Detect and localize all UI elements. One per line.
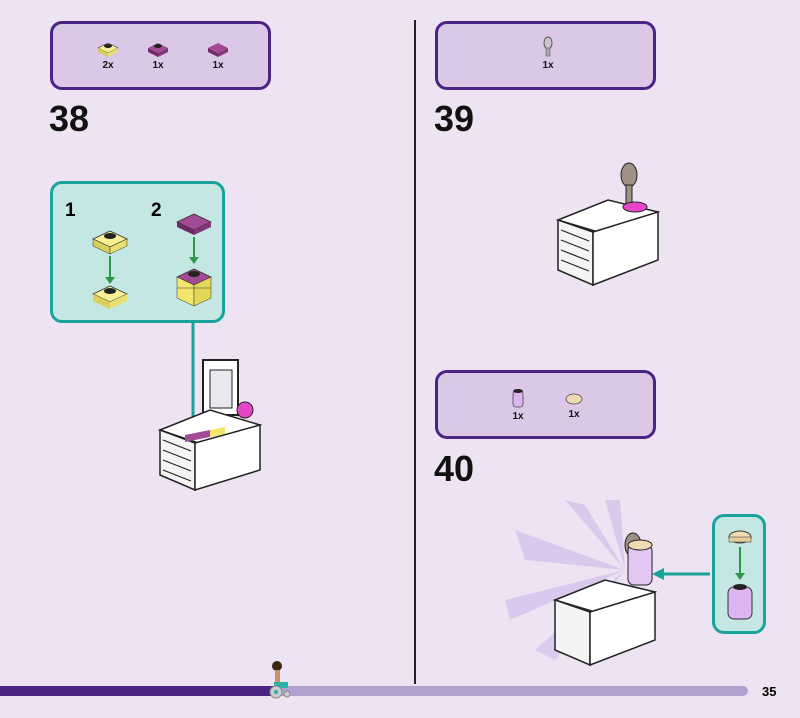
part-item: 2x <box>88 40 128 71</box>
yellow-plate-icon <box>97 42 119 57</box>
part-qty: 1x <box>212 60 224 71</box>
grey-lever-icon <box>543 36 553 57</box>
part-qty: 1x <box>542 60 554 71</box>
parts-list-step-39: 1x <box>435 21 656 90</box>
progress-bar <box>0 686 748 696</box>
part-qty: 1x <box>152 60 164 71</box>
tan-round-tile-icon <box>565 393 583 405</box>
model-step-39 <box>555 162 661 287</box>
substep-number: 1 <box>65 200 76 221</box>
model-step-38 <box>157 359 263 492</box>
progress-bar-fill <box>0 686 277 696</box>
step-number: 40 <box>434 448 475 489</box>
submodel-callout <box>712 514 766 634</box>
step-number: 38 <box>49 98 90 139</box>
column-divider <box>414 20 416 684</box>
substep-number: 2 <box>151 200 162 221</box>
submodel-illustration <box>92 213 212 309</box>
page-number: 35 <box>762 684 777 699</box>
part-item: 1x <box>138 40 178 71</box>
part-item: 1x <box>198 40 238 71</box>
part-item: 1x <box>554 391 594 420</box>
part-qty: 1x <box>512 411 524 422</box>
purple-plate-icon <box>148 43 168 57</box>
part-qty: 2x <box>102 60 114 71</box>
parts-list-step-40: 1x 1x <box>435 370 656 439</box>
part-item: 1x <box>498 387 538 422</box>
part-qty: 1x <box>568 409 580 420</box>
parts-list-step-38: 2x 1x 1x <box>50 21 271 90</box>
step-number: 39 <box>434 98 475 139</box>
lavender-round-brick-icon <box>512 389 524 408</box>
submodel-illustration <box>727 530 753 620</box>
purple-tile-icon <box>208 43 228 57</box>
submodel-callout: 1 2 <box>50 181 225 323</box>
part-item: 1x <box>528 36 568 71</box>
placement-arrow <box>652 568 710 580</box>
model-step-40 <box>505 500 658 667</box>
wheelchair-minifigure-icon <box>269 661 291 699</box>
